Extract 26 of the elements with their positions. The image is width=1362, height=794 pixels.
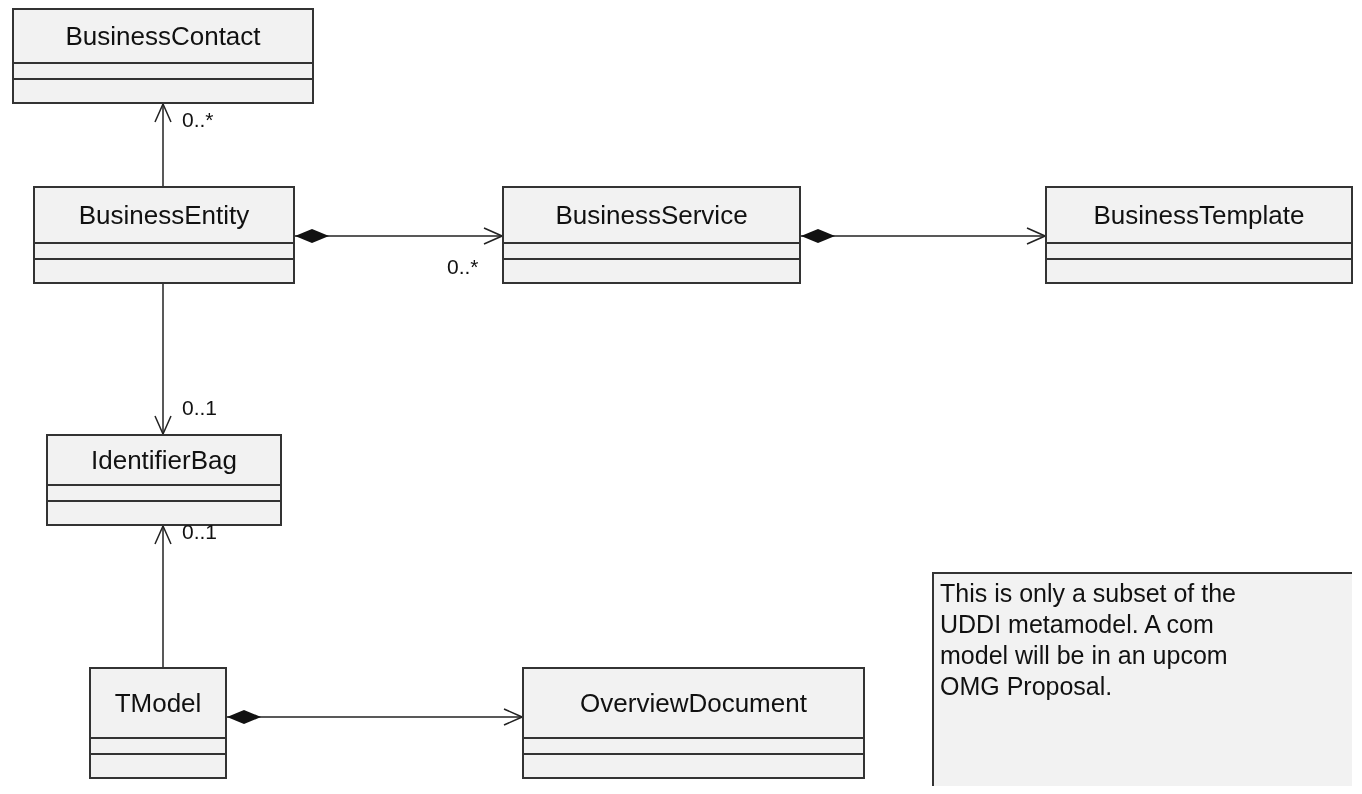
multiplicity-label: 0..1 (182, 520, 218, 544)
multiplicity-label: 0..* (182, 108, 214, 132)
class-name: BusinessService (555, 198, 748, 232)
note-box (932, 572, 1352, 786)
multiplicity-label: 0..1 (182, 396, 218, 420)
note-text: This is only a subset of the UDDI metamodel. A com model will be in an upcom OMG Proposal. (940, 578, 1237, 702)
association-line (154, 283, 172, 435)
class-name: TModel (114, 686, 202, 720)
class-box (33, 186, 295, 284)
class-box (1045, 186, 1353, 284)
class-box (89, 667, 227, 779)
class-name: BusinessContact (65, 19, 261, 53)
class-name: BusinessEntity (78, 198, 250, 232)
association-line (154, 525, 172, 668)
association-line (800, 227, 1046, 245)
association-line (154, 103, 172, 187)
association-line (294, 227, 503, 245)
class-name: OverviewDocument (580, 686, 807, 720)
class-box (46, 434, 282, 526)
class-name: IdentifierBag (91, 443, 237, 477)
class-box (522, 667, 865, 779)
class-box (502, 186, 801, 284)
multiplicity-label: 0..* (447, 255, 479, 279)
association-line (226, 708, 523, 726)
class-name: BusinessTemplate (1093, 198, 1305, 232)
class-box (12, 8, 314, 104)
